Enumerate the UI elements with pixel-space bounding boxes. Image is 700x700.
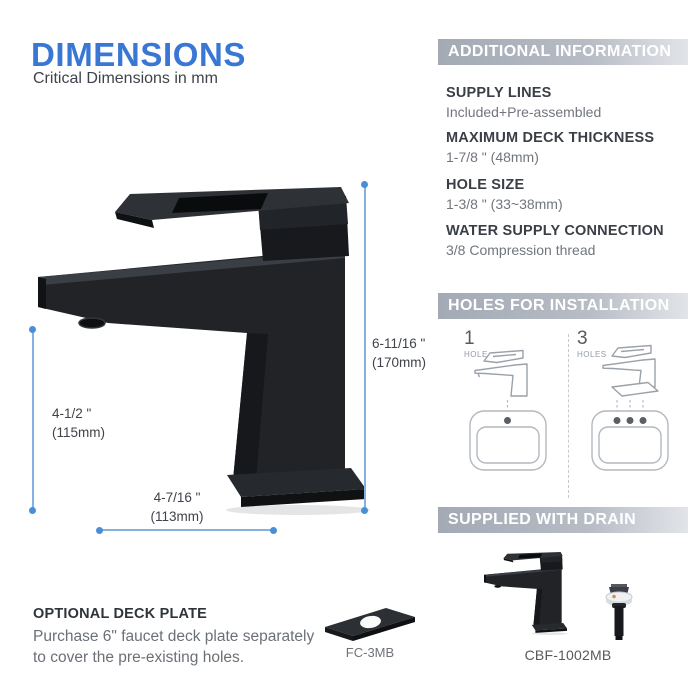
deck-plate-image bbox=[325, 608, 415, 641]
dimension-height-mm: (170mm) bbox=[372, 355, 427, 370]
dimension-dot bbox=[270, 527, 277, 534]
spec-value-supply-lines: Included+Pre-assembled bbox=[446, 104, 602, 120]
dimension-label-height: 6-11/16 " (170mm) bbox=[372, 334, 426, 372]
one-hole-diagram bbox=[469, 349, 547, 471]
dimension-dot bbox=[96, 527, 103, 534]
page-title: DIMENSIONS bbox=[31, 36, 247, 73]
deck-plate-model: FC-3MB bbox=[345, 645, 395, 660]
spec-label-supply-lines: SUPPLY LINES bbox=[446, 85, 552, 101]
dimension-line-length bbox=[99, 529, 273, 531]
spec-value-hole-size: 1-3/8 " (33~38mm) bbox=[446, 196, 563, 212]
drain-image bbox=[605, 584, 633, 640]
supplied-faucet-image bbox=[482, 548, 568, 647]
dimension-line-height bbox=[364, 184, 366, 511]
dimension-dot bbox=[361, 507, 368, 514]
hole-option-1-count: 1 bbox=[464, 328, 475, 349]
deck-plate-heading: OPTIONAL DECK PLATE bbox=[33, 606, 208, 622]
section-header-holes-for-installation: HOLES FOR INSTALLATION bbox=[438, 293, 688, 319]
hole-option-3-label: HOLES bbox=[577, 350, 607, 359]
holes-diagram-divider bbox=[568, 334, 569, 498]
spec-label-hole-size: HOLE SIZE bbox=[446, 177, 525, 193]
dimension-length-inches: 4-7/16 " bbox=[153, 490, 201, 505]
dimension-dot bbox=[29, 507, 36, 514]
spec-value-deck-thickness: 1-7/8 " (48mm) bbox=[446, 149, 539, 165]
deck-plate-text-line1: Purchase 6" faucet deck plate separately bbox=[33, 628, 315, 645]
dimension-spout-inches: 4-1/2 " bbox=[52, 406, 92, 421]
hole-option-3-count: 3 bbox=[577, 328, 588, 349]
dimension-line-spout-height bbox=[32, 329, 34, 510]
drain-model-label: CBF-1002MB bbox=[524, 647, 612, 663]
spec-label-water-supply: WATER SUPPLY CONNECTION bbox=[446, 223, 664, 239]
section-header-additional-information: ADDITIONAL INFORMATION bbox=[438, 39, 688, 65]
dimension-label-spout-height: 4-1/2 " (115mm) bbox=[52, 404, 105, 442]
spec-label-deck-thickness: MAXIMUM DECK THICKNESS bbox=[446, 130, 655, 146]
dimension-height-inches: 6-11/16 " bbox=[372, 336, 426, 351]
deck-plate-text-line2: to cover the pre-existing holes. bbox=[33, 649, 245, 666]
dimension-dot bbox=[361, 181, 368, 188]
dimension-dot bbox=[29, 326, 36, 333]
dimension-label-length: 4-7/16 " (113mm) bbox=[127, 488, 227, 526]
deck-plate-text: Purchase 6" faucet deck plate separately… bbox=[33, 626, 314, 668]
page-subtitle: Critical Dimensions in mm bbox=[33, 70, 218, 87]
dimension-spout-mm: (115mm) bbox=[52, 425, 106, 440]
hole-option-1-label: HOLE bbox=[464, 350, 488, 359]
spec-value-water-supply: 3/8 Compression thread bbox=[446, 242, 596, 258]
dimension-length-mm: (113mm) bbox=[150, 509, 204, 524]
section-header-supplied-with-drain: SUPPLIED WITH DRAIN bbox=[438, 507, 688, 533]
three-hole-diagram bbox=[591, 344, 669, 471]
